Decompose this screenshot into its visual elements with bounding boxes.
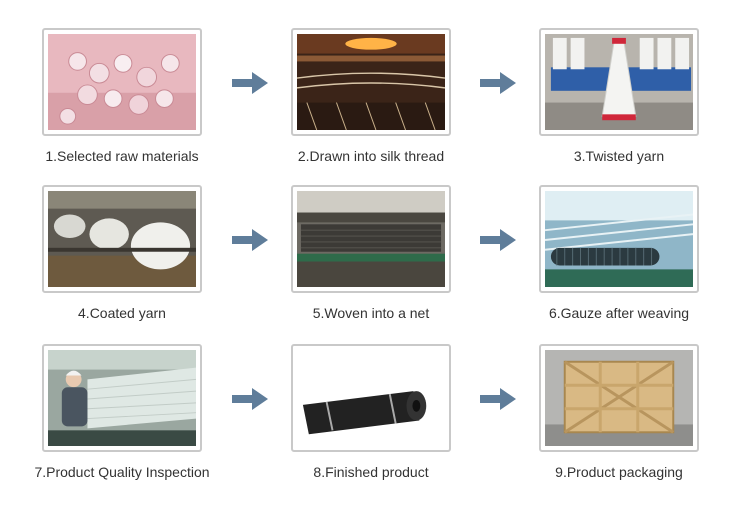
step-4-label: 4.Coated yarn: [78, 305, 166, 321]
step-8-label: 8.Finished product: [313, 464, 429, 480]
drawing-silk-photo: [291, 28, 451, 136]
coated-yarn-photo: [42, 185, 202, 293]
arrow-right-icon: [232, 229, 268, 251]
step-3-label: 3.Twisted yarn: [573, 148, 665, 164]
arrow-right-icon: [480, 388, 516, 410]
weaving-net-photo: [291, 185, 451, 293]
step-1-label: 1.Selected raw materials: [45, 148, 199, 164]
step-2-label: 2.Drawn into silk thread: [297, 148, 445, 164]
step-9-label: 9.Product packaging: [555, 464, 683, 480]
step-5-label: 5.Woven into a net: [312, 305, 430, 321]
gauze-weaving-photo: [539, 185, 699, 293]
arrow-right-icon: [480, 72, 516, 94]
twisted-yarn-photo: [539, 28, 699, 136]
step-7-label: 7.Product Quality Inspection: [34, 464, 210, 480]
finished-product-photo: [291, 344, 451, 452]
raw-materials-photo: [42, 28, 202, 136]
arrow-right-icon: [232, 388, 268, 410]
product-packaging-photo: [539, 344, 699, 452]
arrow-right-icon: [232, 72, 268, 94]
quality-inspection-photo: [42, 344, 202, 452]
step-6-label: 6.Gauze after weaving: [548, 305, 690, 321]
arrow-right-icon: [480, 229, 516, 251]
